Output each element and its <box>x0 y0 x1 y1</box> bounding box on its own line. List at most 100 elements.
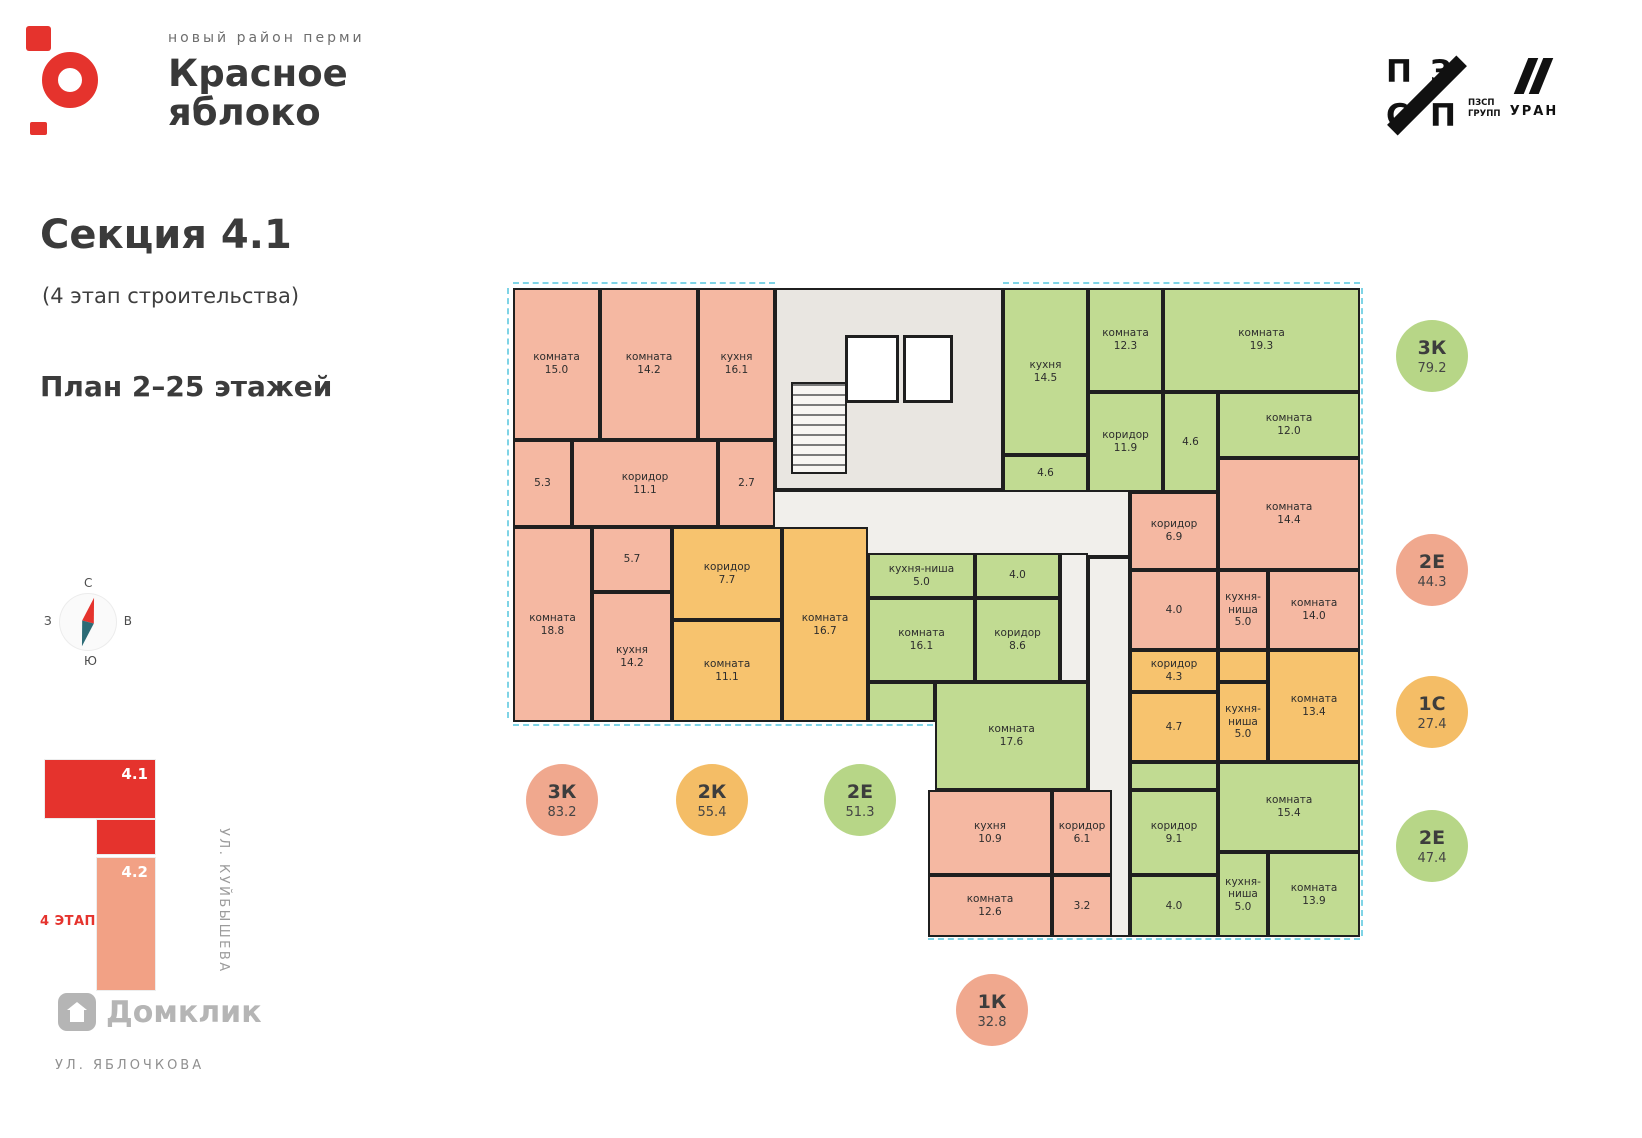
site-map: 4.1 4.2 4 ЭТАП <box>40 752 240 1012</box>
badge-type: 3К <box>547 780 577 803</box>
site-map-section-4-2[interactable]: 4.2 <box>97 858 155 990</box>
compass-needle-icon <box>37 571 139 673</box>
compass-needle-south <box>76 620 94 648</box>
apartment-badge: 2Е 51.3 <box>824 764 896 836</box>
window-line <box>507 288 509 718</box>
badge-type: 2Е <box>1418 550 1446 573</box>
pzsp-letter: П <box>1430 98 1456 134</box>
room: 5.7 <box>592 527 672 592</box>
site-map-section-4-1[interactable]: 4.1 <box>45 760 155 818</box>
street-kuybysheva-label: УЛ. КУЙБЫШЕВА <box>216 828 231 974</box>
apartment-badge: 3К 79.2 <box>1396 320 1468 392</box>
badge-type: 2К <box>697 780 727 803</box>
brand-logo-icon <box>26 12 136 146</box>
window-line <box>513 282 775 284</box>
plan-range-title: План 2–25 этажей <box>40 370 333 403</box>
apartment-badge: 1К 32.8 <box>956 974 1028 1046</box>
site-map-section-4-1-label: 4.1 <box>121 765 148 783</box>
pzsp-caption-line1: ПЗСП <box>1468 98 1495 108</box>
room: 4.0 <box>1130 570 1218 650</box>
uran-logo: УРАН <box>1508 58 1560 119</box>
section-title: Секция 4.1 <box>40 212 292 258</box>
pzsp-letter: П <box>1386 54 1412 90</box>
compass-circle <box>60 594 116 650</box>
badge-area: 55.4 <box>697 804 727 820</box>
stairs-icon <box>791 382 847 474</box>
badge-type: 2Е <box>846 780 874 803</box>
badge-type: 2Е <box>1418 826 1446 849</box>
site-map-section-4-2-label: 4.2 <box>121 863 148 881</box>
brand-text: новый район перми Красное яблоко <box>168 30 365 132</box>
badge-area: 51.3 <box>845 804 875 820</box>
window-line <box>513 724 933 726</box>
domclick-house-icon <box>58 993 96 1031</box>
apartment-badge: 3К 83.2 <box>526 764 598 836</box>
apartment-badge: 2Е 47.4 <box>1396 810 1468 882</box>
elevator-shaft <box>903 335 953 403</box>
compass-east-label: В <box>123 614 132 628</box>
compass-needle-north <box>82 596 100 624</box>
badge-type: 1К <box>977 990 1007 1013</box>
site-map-section-4-1-lower[interactable] <box>97 820 155 854</box>
room: 4.6 <box>1003 455 1088 492</box>
room: 5.3 <box>513 440 572 527</box>
common-hallway <box>1060 553 1088 682</box>
brand-name-line2: яблоко <box>168 91 321 135</box>
stage-label: 4 ЭТАП <box>40 914 96 929</box>
badge-area: 44.3 <box>1417 574 1447 590</box>
room: 2.7 <box>718 440 775 527</box>
logo-tail-shape <box>30 122 47 135</box>
uran-label: УРАН <box>1509 104 1559 119</box>
window-line <box>1003 282 1360 284</box>
room <box>1130 762 1218 790</box>
section-subtitle: (4 этап строительства) <box>42 284 300 308</box>
room: 4.0 <box>975 553 1060 598</box>
badge-area: 27.4 <box>1417 716 1447 732</box>
room: 4.7 <box>1130 692 1218 762</box>
window-line <box>928 938 1360 940</box>
compass-south-label: Ю <box>84 654 97 668</box>
room: 4.6 <box>1163 392 1218 492</box>
domclick-watermark: Домклик <box>58 993 262 1031</box>
window-line <box>1361 288 1363 936</box>
domclick-label: Домклик <box>106 994 262 1030</box>
room: 3.2 <box>1052 875 1112 937</box>
compass-west-label: З <box>44 614 52 628</box>
logo-notch-shape <box>26 26 51 51</box>
logo-ring-shape <box>42 52 98 108</box>
compass: С Ю З В <box>44 576 132 668</box>
uran-mark-icon <box>1513 58 1554 96</box>
compass-north-label: С <box>84 576 93 590</box>
pzsp-logo: П З С П ПЗСП ГРУПП <box>1384 54 1512 140</box>
room: 4.0 <box>1130 875 1218 937</box>
